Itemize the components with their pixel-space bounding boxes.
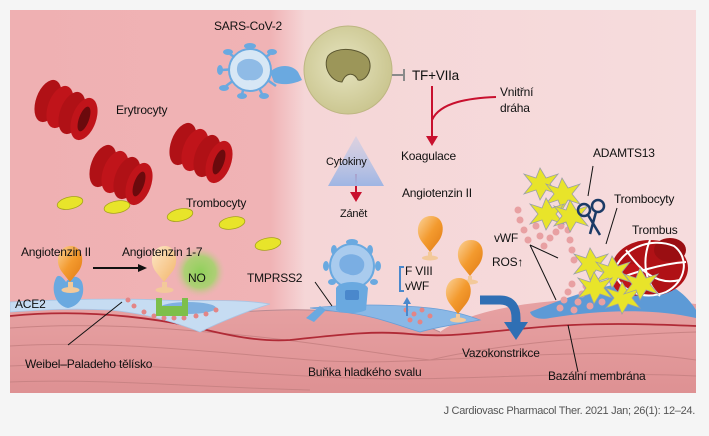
leader-lines xyxy=(67,165,618,373)
label-tf-viia: TF+VIIa xyxy=(412,68,459,83)
platelets-left xyxy=(56,196,282,251)
tmprss2-icon xyxy=(306,306,326,322)
citation: J Cardiovasc Pharmacol Ther. 2021 Jan; 2… xyxy=(443,405,696,417)
label-vazokonstrikce: Vazokonstrikce xyxy=(462,346,540,360)
label-cytokiny: Cytokiny xyxy=(326,156,367,168)
label-weibel-palade: Weibel–Paladeho tělísko xyxy=(25,357,153,371)
trombocyty-leader xyxy=(605,207,618,245)
sars-cov-2-virus-icon xyxy=(217,43,302,99)
label-angiotenzin-1-7: Angiotenzin 1-7 xyxy=(122,245,203,259)
arrow-vnitrni-draha xyxy=(431,96,497,121)
pathophysiology-figure: SARS-CoV-2 TF+VIIa Vnitřní dráha Koagula… xyxy=(10,10,696,393)
bazalni-membrana-leader xyxy=(567,324,579,373)
inhibition-line xyxy=(392,69,405,81)
label-erytrocyty: Erytrocyty xyxy=(116,103,168,117)
conversion-arrow xyxy=(93,264,147,272)
tmprss2-leader xyxy=(314,281,333,307)
label-bunka-hladkeho-svalu: Buňka hladkého svalu xyxy=(308,365,422,379)
monocyte-icon xyxy=(303,25,393,115)
activated-platelets-top-icon xyxy=(522,167,590,233)
fviii-vwf-bracket xyxy=(399,266,408,316)
label-ace2: ACE2 xyxy=(15,297,46,311)
label-trombocyty-right: Trombocyty xyxy=(614,192,675,206)
cytokine-triangle xyxy=(328,136,384,186)
label-vwf-right: vWF xyxy=(494,231,519,245)
angiotensin-ii-left-icon xyxy=(57,246,83,293)
label-angiotenzin-ii-right: Angiotenzin II xyxy=(402,186,472,200)
mas-receptor-icon xyxy=(156,298,188,316)
nitric-oxide-glow xyxy=(174,246,226,298)
label-sars-cov-2: SARS-CoV-2 xyxy=(214,19,283,33)
label-trombocyty-left: Trombocyty xyxy=(186,196,247,210)
vwf-leader-1 xyxy=(529,244,559,259)
vwf-leader-2 xyxy=(529,244,557,301)
label-draha: dráha xyxy=(500,101,530,115)
label-koagulace: Koagulace xyxy=(401,149,456,163)
label-trombus: Trombus xyxy=(632,223,678,237)
adamts13-leader xyxy=(587,165,594,197)
label-no: NO xyxy=(188,271,206,285)
angiotensin-1-7-icon xyxy=(151,246,177,293)
label-angiotenzin-ii-left: Angiotenzin II xyxy=(21,245,91,259)
erythrocytes xyxy=(34,79,233,206)
label-ros: ROS↑ xyxy=(492,255,524,269)
weibel-palade-bodies xyxy=(125,297,433,325)
figure-illustration xyxy=(10,10,696,393)
activated-platelets-thrombus-icon xyxy=(572,247,660,315)
label-vwf-left: vWF xyxy=(405,279,430,293)
sars-cov-2-bound-icon xyxy=(306,239,381,322)
label-tmprss2: TMPRSS2 xyxy=(247,271,303,285)
adamts13-scissors-icon xyxy=(576,198,606,236)
label-bazalni-membrana: Bazální membrána xyxy=(548,369,646,383)
label-vnitrni: Vnitřní xyxy=(500,85,534,99)
label-zanet: Zánět xyxy=(340,208,368,220)
label-f-viii: F VIII xyxy=(405,264,433,278)
label-adamts13: ADAMTS13 xyxy=(593,146,655,160)
vasoconstriction-arrow-icon xyxy=(480,295,528,340)
angiotensin-ii-right-icons xyxy=(417,216,483,323)
weibel-palade-leader xyxy=(67,301,123,346)
